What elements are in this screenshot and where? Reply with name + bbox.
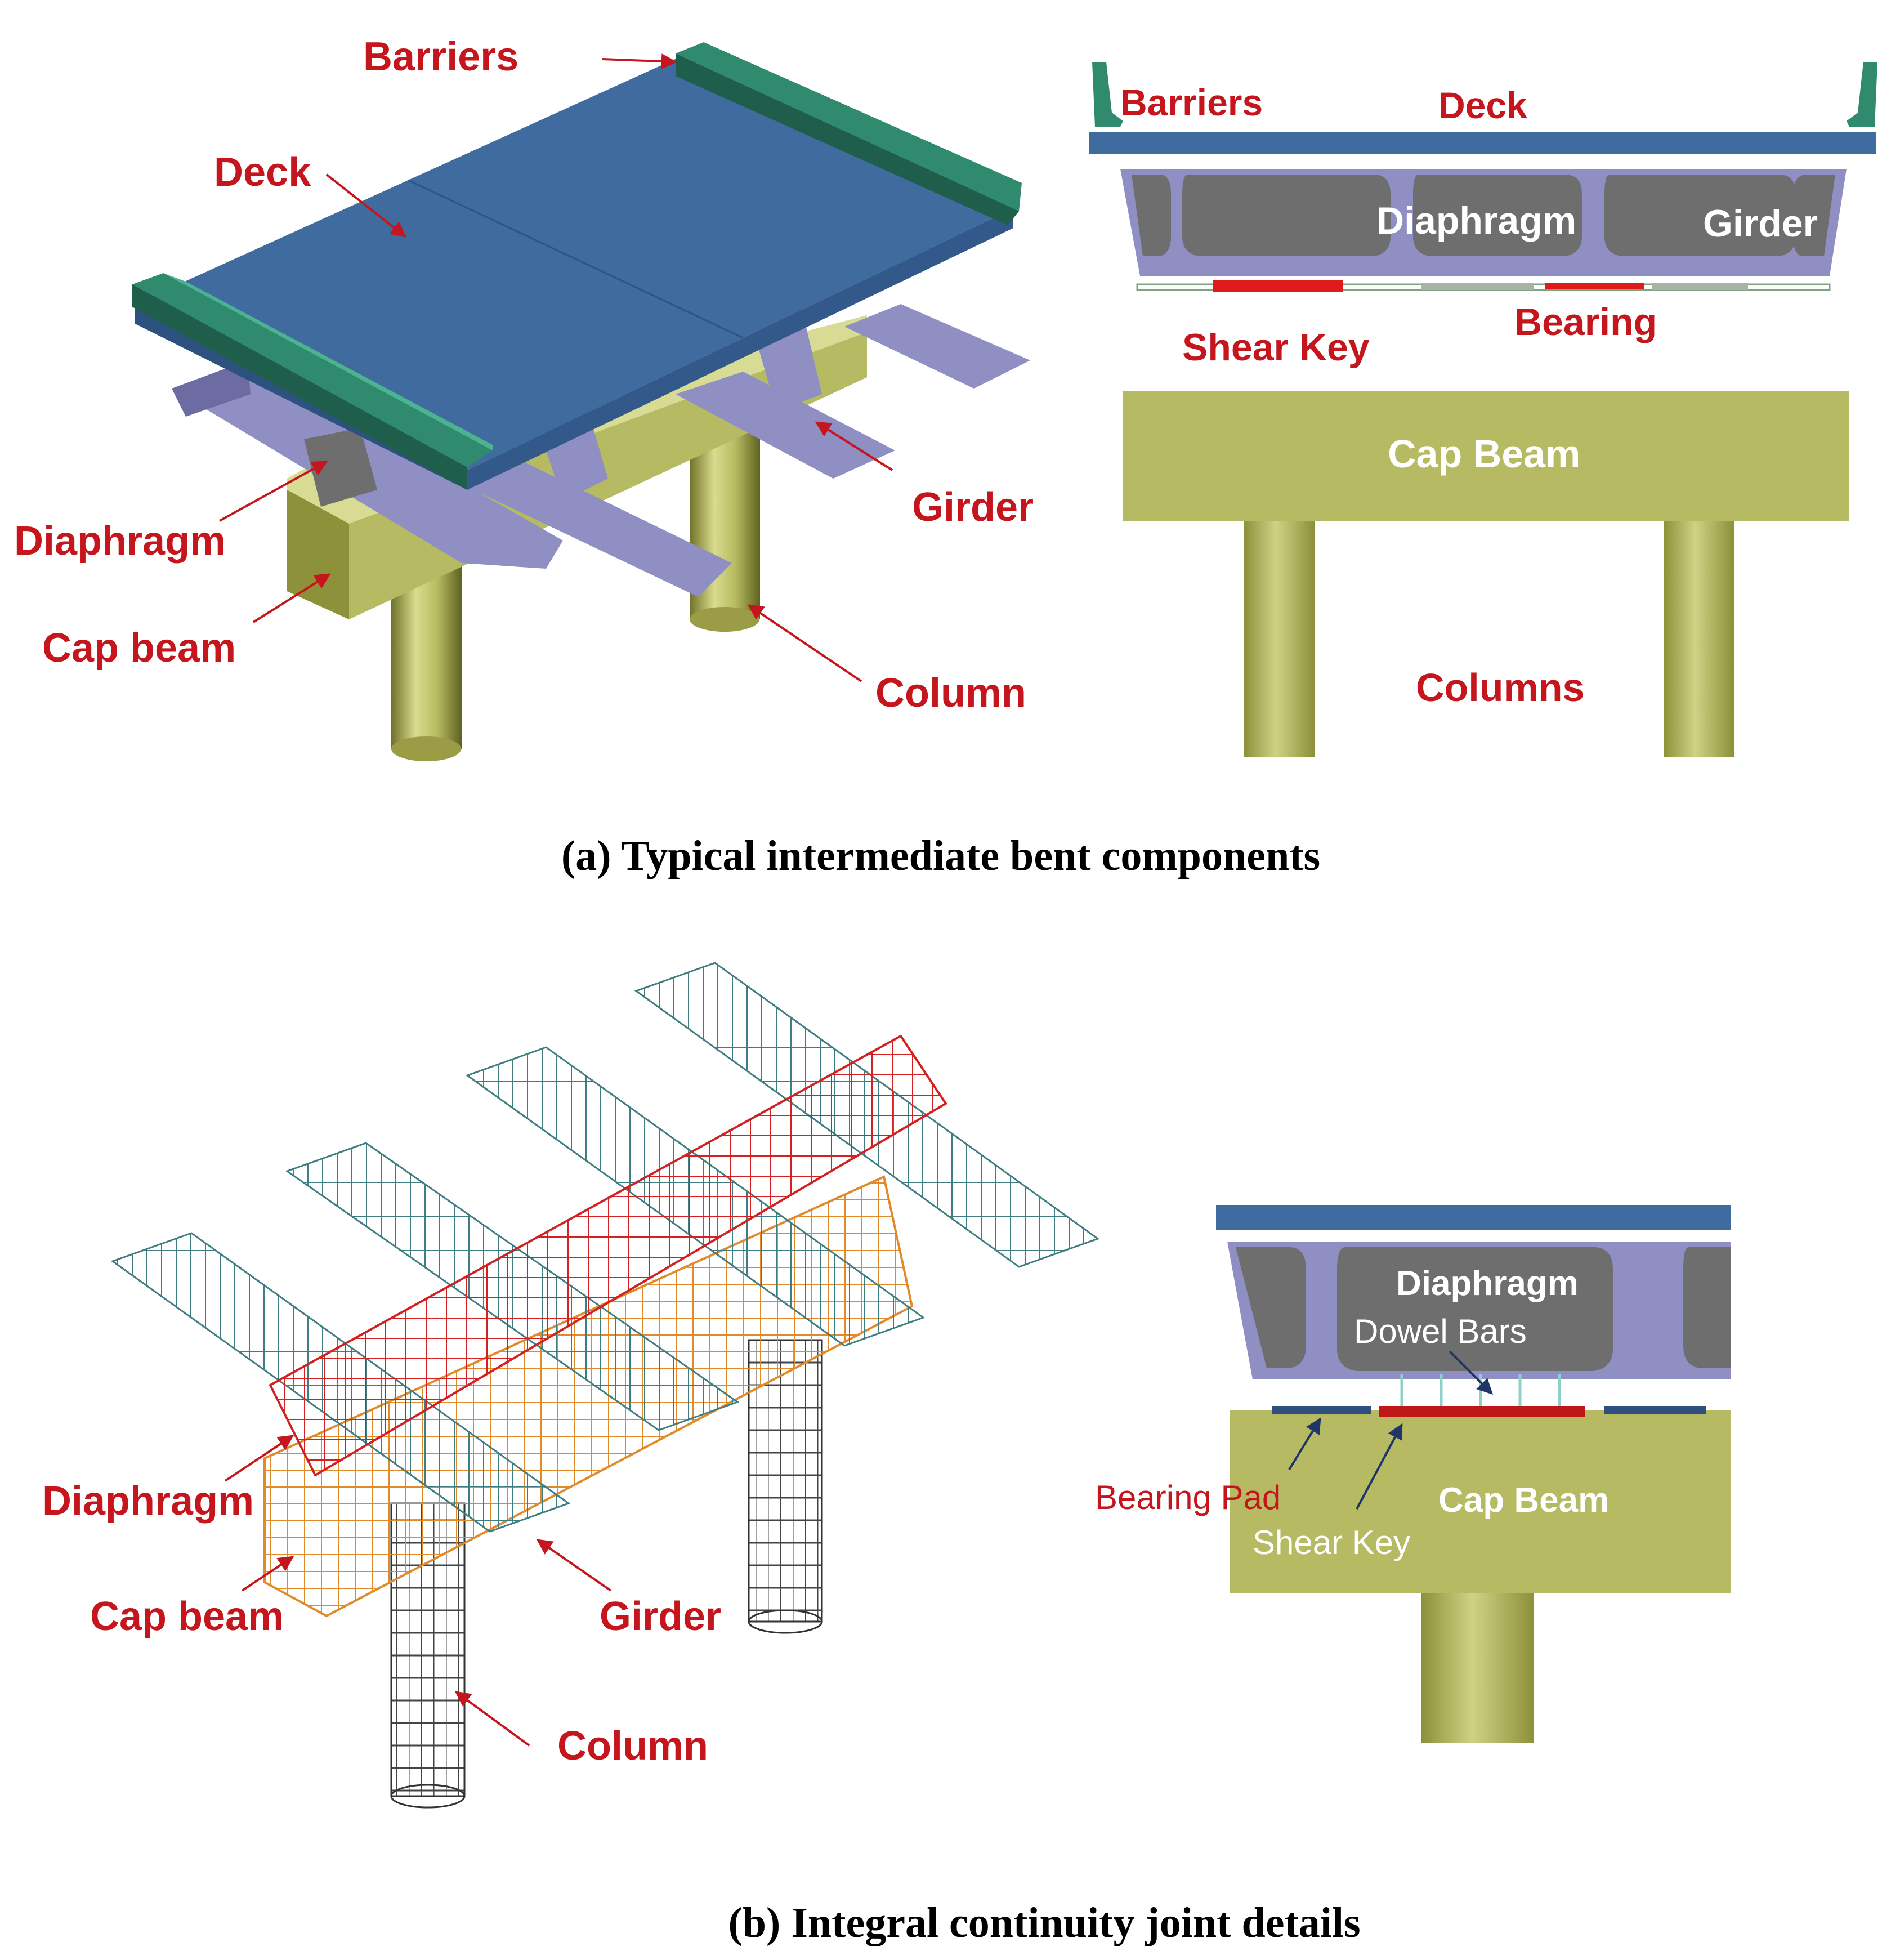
joint-column xyxy=(1421,1593,1534,1743)
section-bearing xyxy=(1545,283,1644,289)
arrow-barriers xyxy=(602,53,677,70)
section-label-bearing: Bearing xyxy=(1514,301,1657,343)
joint-cap-beam xyxy=(1230,1410,1731,1593)
iso-barrier-back xyxy=(676,42,1022,225)
section-label-diaphragm: Diaphragm xyxy=(1376,199,1576,242)
section-deck xyxy=(1089,132,1876,154)
rebar-arrow-column xyxy=(454,1691,530,1747)
section-barrier-left xyxy=(1092,62,1123,127)
rebar-label-girder: Girder xyxy=(600,1594,721,1639)
rebar-label-column: Column xyxy=(557,1724,708,1769)
panel-a-section: Barriers Deck Diaphragm Girder Bearing S… xyxy=(1089,62,1877,757)
label-diaphragm: Diaphragm xyxy=(14,519,226,564)
section-shear-key xyxy=(1213,280,1343,292)
label-cap-beam: Cap beam xyxy=(42,626,236,671)
joint-label-bearing-pad: Bearing Pad xyxy=(1095,1479,1281,1516)
joint-bearing-pad-left xyxy=(1272,1406,1371,1414)
joint-shear-key xyxy=(1379,1406,1585,1417)
label-deck: Deck xyxy=(214,150,311,195)
joint-arrow-bearing-pad xyxy=(1288,1417,1321,1471)
joint-deck xyxy=(1216,1205,1731,1230)
iso-column-right xyxy=(690,428,760,632)
arrow-diaphragm xyxy=(219,461,328,522)
caption-a: (a) Typical intermediate bent components xyxy=(561,832,1320,879)
joint-label-cap-beam: Cap Beam xyxy=(1438,1481,1609,1520)
caption-b: (b) Integral continuity joint details xyxy=(728,1899,1360,1946)
section-label-deck: Deck xyxy=(1438,84,1527,126)
iso-barrier-front xyxy=(132,273,493,490)
arrow-column xyxy=(747,604,862,682)
joint-arrow-dowel-bars xyxy=(1449,1350,1493,1395)
section-cap-beam xyxy=(1123,391,1849,521)
panel-b-section: Diaphragm Dowel Bars Bearing Pad Shear K… xyxy=(1095,1205,1731,1743)
rebar-arrow-girder xyxy=(536,1539,612,1592)
joint-label-diaphragm: Diaphragm xyxy=(1396,1264,1579,1303)
section-label-columns: Columns xyxy=(1416,666,1584,709)
section-barrier-right xyxy=(1847,62,1877,127)
rebar-diaphragm xyxy=(269,1034,947,1477)
panel-a-isometric: Barriers Deck Diaphragm Cap beam Girder … xyxy=(14,34,1034,761)
section-column-left xyxy=(1244,521,1315,757)
section-label-girder: Girder xyxy=(1703,202,1818,245)
arrow-cap-beam xyxy=(252,573,331,623)
panel-b-rebar-isometric: Diaphragm Cap beam Girder Column xyxy=(42,962,1100,1809)
section-label-barriers: Barriers xyxy=(1120,82,1263,123)
section-label-shear-key: Shear Key xyxy=(1182,326,1370,369)
label-girder: Girder xyxy=(912,485,1034,530)
joint-label-shear-key: Shear Key xyxy=(1253,1524,1410,1561)
arrow-girder xyxy=(815,421,893,471)
joint-bearing-pad-right xyxy=(1604,1406,1706,1414)
rebar-arrow-cap-beam xyxy=(241,1556,294,1592)
iso-diaphragm xyxy=(304,428,377,507)
label-barriers: Barriers xyxy=(363,34,518,79)
arrow-deck xyxy=(325,173,407,238)
rebar-label-cap-beam: Cap beam xyxy=(90,1594,284,1639)
label-column: Column xyxy=(875,671,1026,716)
joint-arrow-shear-key xyxy=(1356,1423,1403,1510)
section-diaphragm xyxy=(1182,175,1796,256)
rebar-label-diaphragm: Diaphragm xyxy=(42,1479,254,1524)
section-column-right xyxy=(1664,521,1734,757)
section-label-cap-beam: Cap Beam xyxy=(1388,432,1580,476)
rebar-arrow-diaphragm xyxy=(224,1435,294,1482)
joint-label-dowel-bars: Dowel Bars xyxy=(1354,1312,1527,1350)
joint-diaphragm xyxy=(1236,1247,1731,1371)
